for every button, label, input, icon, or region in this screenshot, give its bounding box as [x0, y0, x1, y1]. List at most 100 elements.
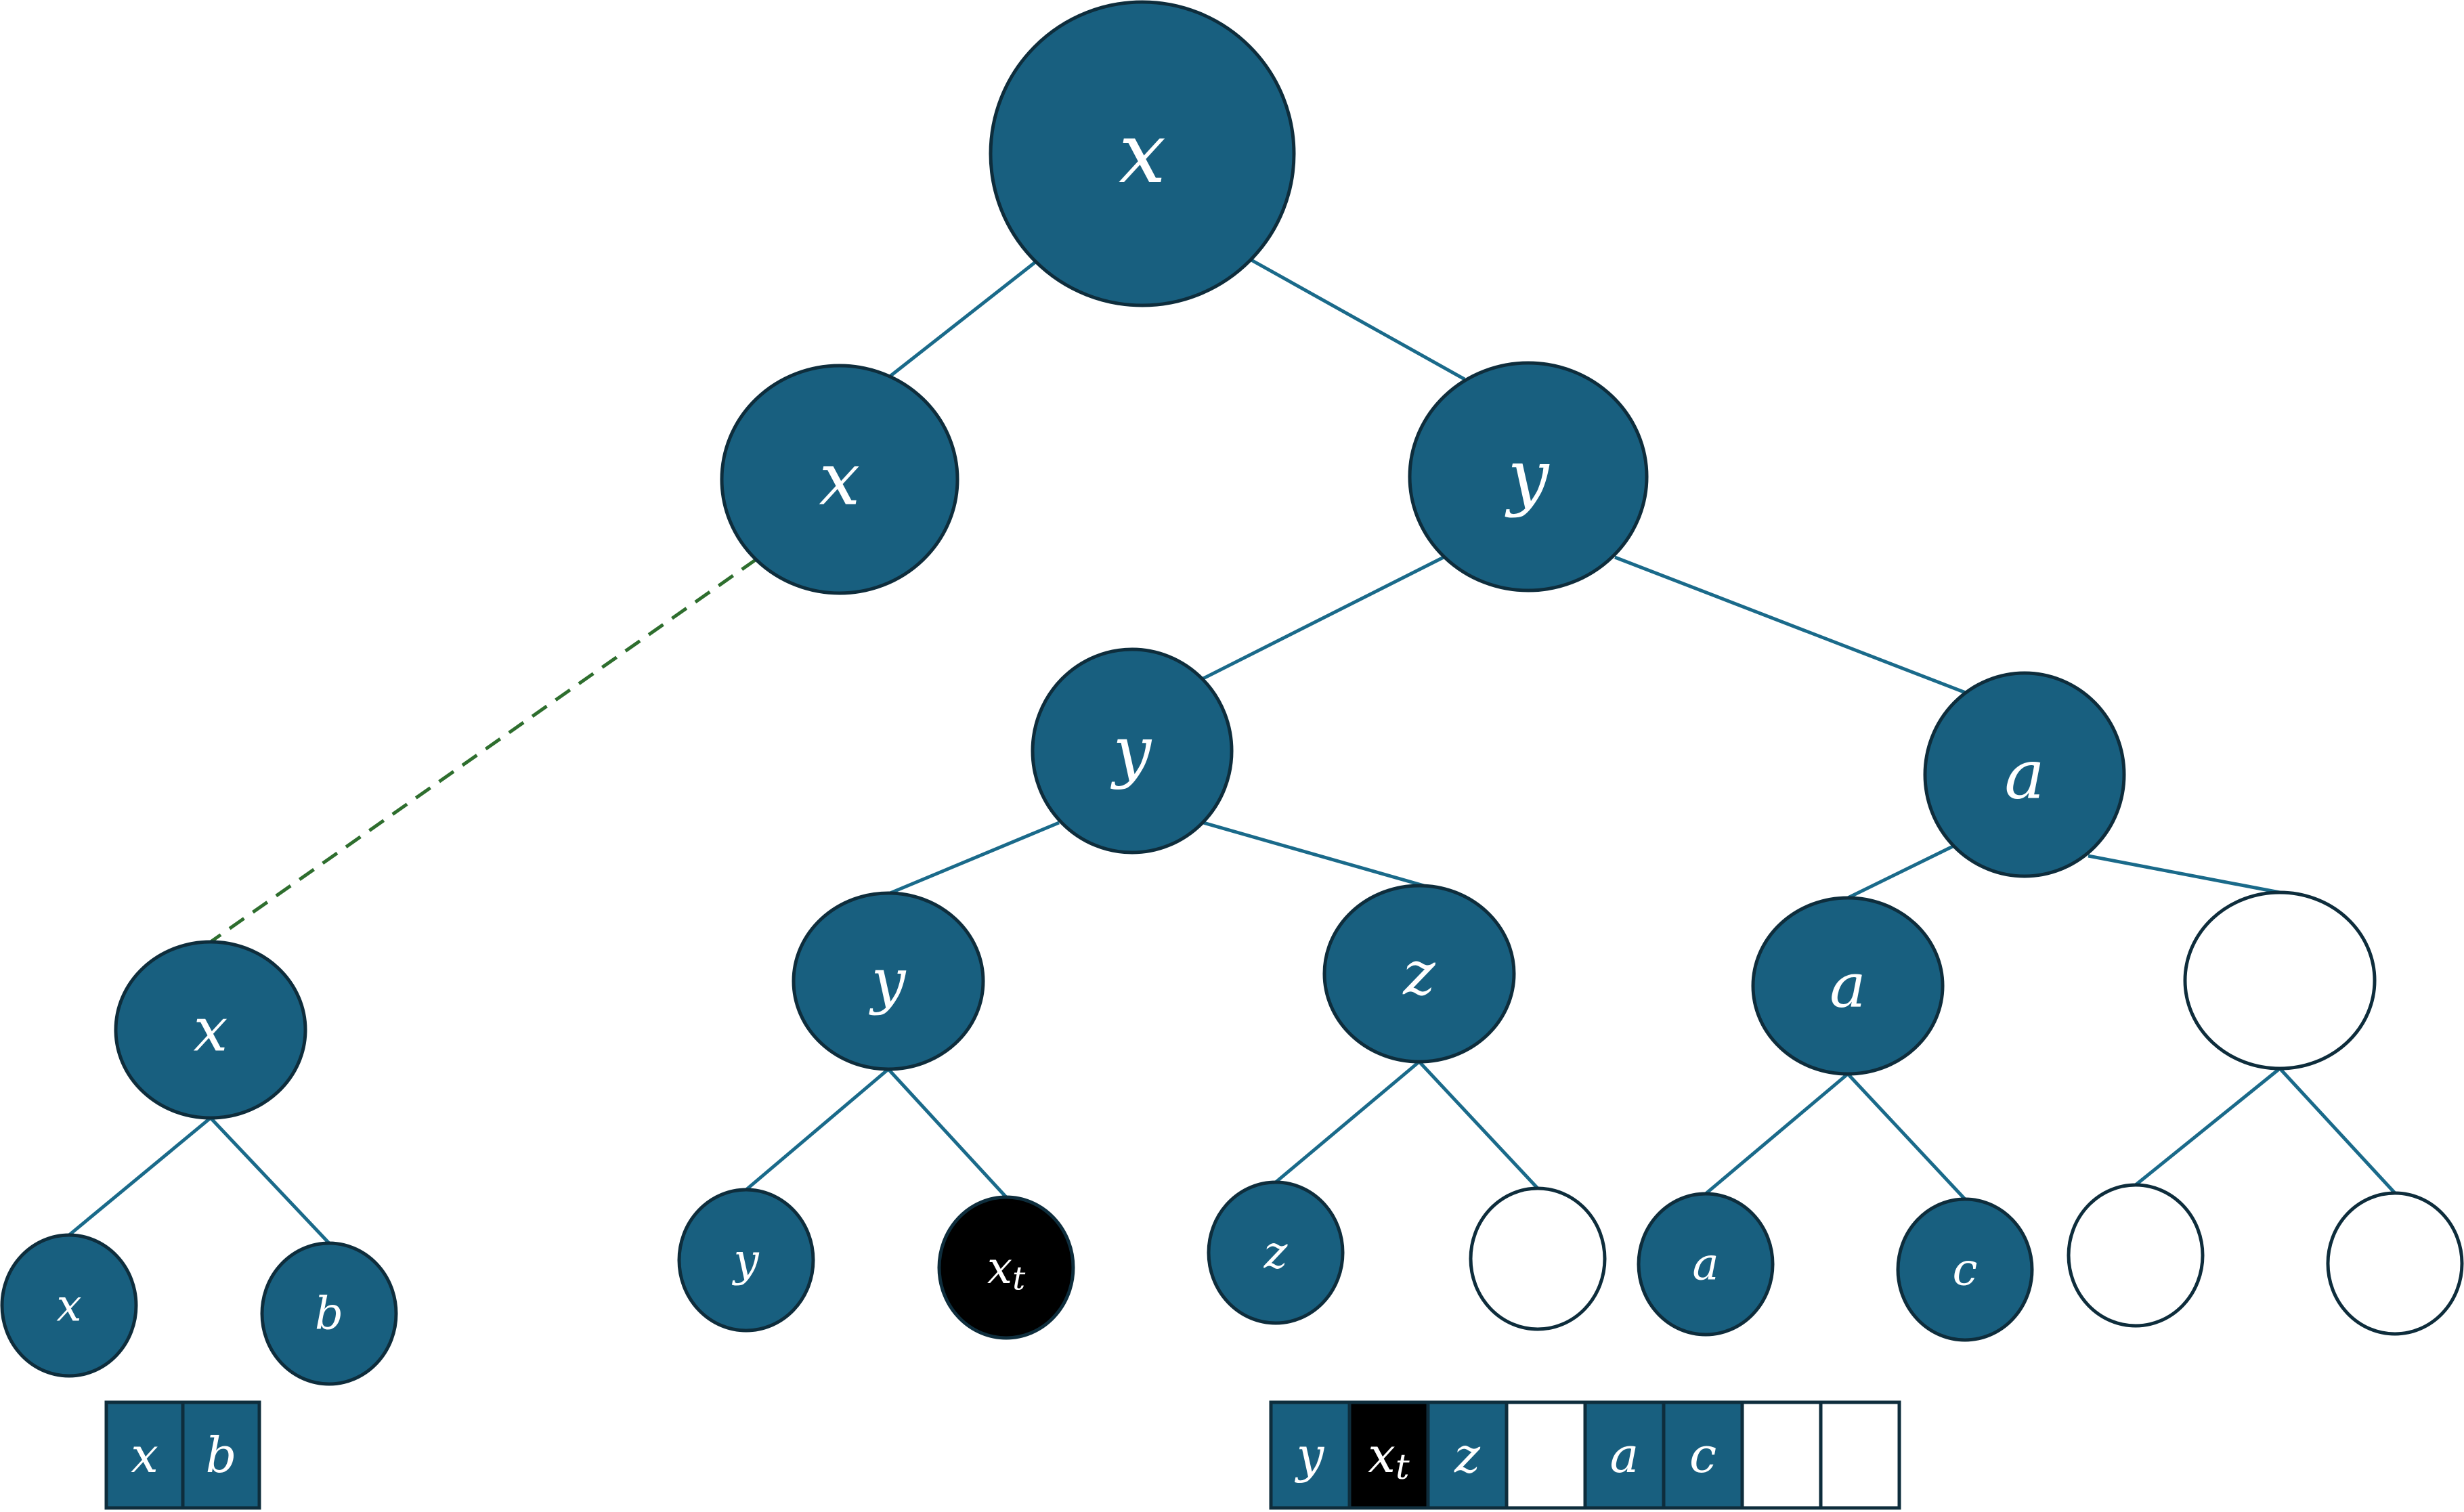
node-circle — [1031, 647, 1234, 855]
array-cell — [1583, 1400, 1666, 1510]
tree-edge — [888, 821, 1060, 896]
node-circle — [1408, 361, 1649, 592]
tree-node: xt — [937, 1195, 1075, 1340]
tree-edge — [209, 1117, 330, 1245]
tree-edge — [1846, 844, 1954, 900]
empty-node-circle — [2067, 1183, 2205, 1328]
node-circle — [1751, 896, 1945, 1076]
tree-edge — [1846, 1073, 1966, 1201]
node-label: x — [1119, 105, 1166, 202]
tree-edge — [887, 1068, 1008, 1198]
node-circle — [1637, 1192, 1775, 1337]
tree-edges — [68, 258, 2396, 1245]
tree-node — [1469, 1186, 1607, 1331]
tree-node: x — [720, 364, 959, 595]
empty-cell — [1819, 1400, 1901, 1510]
tree-edge — [68, 1117, 212, 1236]
cell-label: x — [131, 1427, 158, 1484]
node-label: z — [1263, 1227, 1289, 1279]
node-circle — [0, 1233, 138, 1378]
node-circle — [1322, 884, 1516, 1064]
cell-label: y — [1295, 1427, 1325, 1484]
tree-edge — [1274, 1060, 1421, 1184]
node-label: y — [731, 1234, 759, 1287]
empty-node-circle — [2326, 1191, 2464, 1336]
tree-edge — [1418, 1060, 1539, 1190]
node-label: c — [1953, 1244, 1978, 1296]
tree-edge — [1704, 1073, 1849, 1195]
node-circle — [937, 1195, 1075, 1340]
node-label: z — [1402, 938, 1435, 1010]
node-circle — [1923, 671, 2126, 878]
node-circle — [989, 0, 1296, 307]
node-label: x — [819, 437, 861, 522]
array-cell — [1269, 1400, 1352, 1510]
array-cell — [1662, 1400, 1744, 1510]
cell-label: b — [205, 1427, 236, 1484]
right-array-cell: y — [1269, 1400, 1352, 1510]
right-array-cell: z — [1426, 1400, 1509, 1510]
tree-node: a — [1751, 896, 1945, 1076]
tree-edge — [1203, 821, 1425, 888]
cell-label: c — [1689, 1427, 1716, 1484]
empty-cell — [1505, 1400, 1587, 1510]
node-circle — [1207, 1180, 1345, 1325]
node-label: xt — [987, 1242, 1026, 1298]
right-array-cell — [1819, 1400, 1901, 1510]
node-circle — [792, 891, 985, 1071]
tree-edge — [2134, 1067, 2281, 1186]
node-label: a — [2004, 735, 2045, 815]
tree-node: z — [1322, 884, 1516, 1064]
node-circle — [114, 940, 307, 1120]
array-cell — [181, 1400, 261, 1510]
tree-node: x — [989, 0, 1296, 307]
tree-node: y — [792, 891, 985, 1071]
cell-label: xt — [1368, 1427, 1410, 1488]
empty-node-circle — [1469, 1186, 1607, 1331]
tree-edge — [2088, 854, 2281, 894]
tree-node: a — [1637, 1192, 1775, 1337]
node-label: x — [194, 995, 228, 1066]
node-circle — [260, 1241, 398, 1386]
right-array-cell: c — [1662, 1400, 1744, 1510]
tree-node: y — [1031, 647, 1234, 855]
node-circle — [720, 364, 959, 595]
tree-node: a — [1923, 671, 2126, 878]
tree-node: z — [1207, 1180, 1345, 1325]
right-array-cell: a — [1583, 1400, 1666, 1510]
left-array-cell: b — [181, 1400, 261, 1510]
tree-edge — [2278, 1067, 2396, 1194]
node-label: y — [869, 946, 907, 1017]
array-cell — [1426, 1400, 1509, 1510]
right-array-cell — [1740, 1400, 1823, 1510]
node-circle — [677, 1188, 815, 1333]
empty-cell — [1740, 1400, 1823, 1510]
node-label: b — [315, 1288, 343, 1340]
tree-node: x — [0, 1233, 138, 1378]
tree-node: x — [114, 940, 307, 1120]
cell-label: z — [1454, 1427, 1481, 1484]
tree-node — [2183, 890, 2377, 1071]
tree-edge — [1201, 555, 1445, 681]
node-label: a — [1830, 951, 1866, 1022]
tree-node: y — [1408, 361, 1649, 592]
left-array-cell: x — [104, 1400, 185, 1510]
tree-node: b — [260, 1241, 398, 1386]
node-label: y — [1110, 712, 1152, 791]
tree-nodes: x x y y a y z a y xt z a c x x b — [0, 0, 2464, 1386]
empty-node-circle — [2183, 890, 2377, 1071]
tree-edge — [1250, 258, 1466, 381]
node-circle — [1896, 1197, 2034, 1342]
tree-node: y — [677, 1188, 815, 1333]
tree-node — [2326, 1191, 2464, 1336]
tree-edge — [745, 1068, 890, 1191]
node-label: y — [1504, 435, 1550, 519]
right-array-cell — [1505, 1400, 1587, 1510]
node-label: a — [1692, 1238, 1719, 1291]
node-label: x — [56, 1280, 81, 1332]
tree-edge — [888, 259, 1039, 378]
right-array-cell: xt — [1347, 1400, 1430, 1510]
subtree-link-dashed — [209, 557, 758, 944]
